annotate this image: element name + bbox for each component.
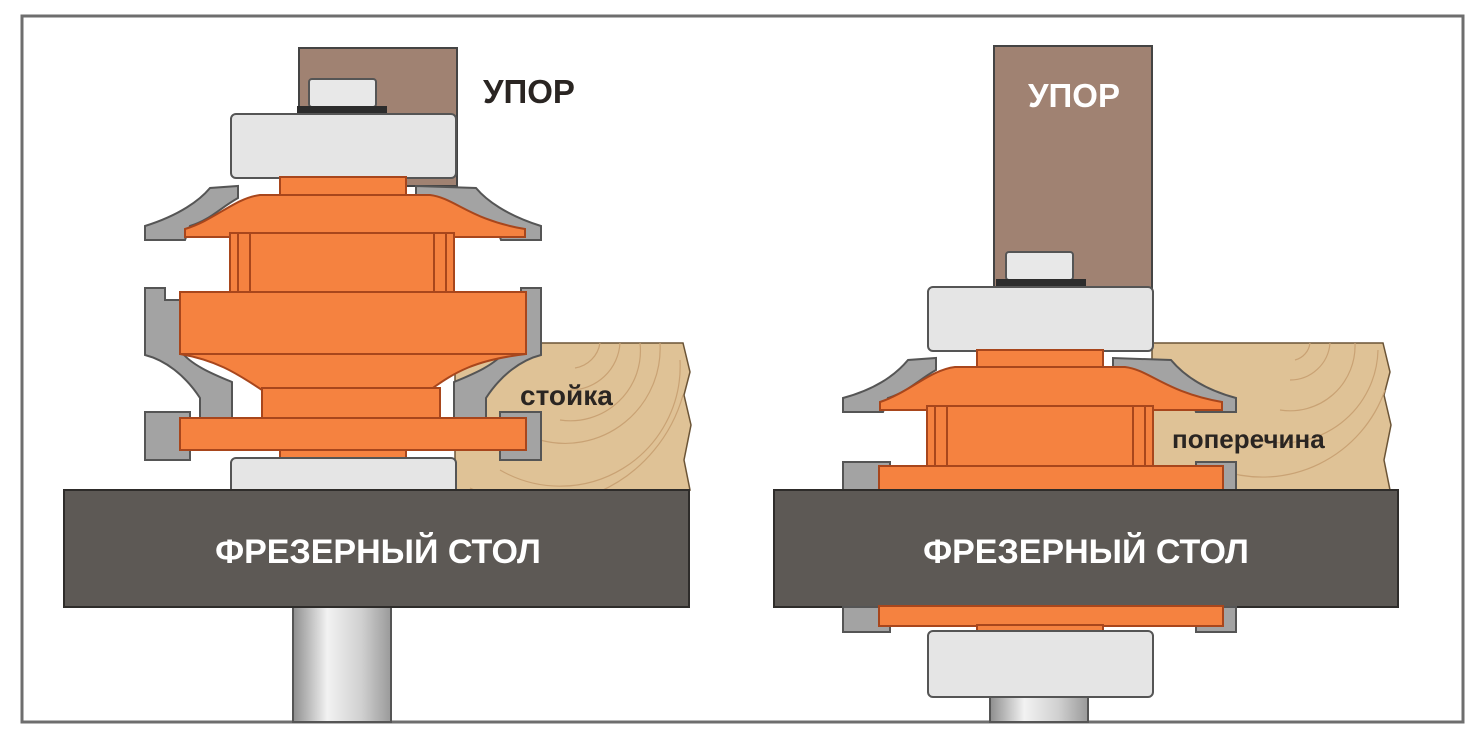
left-upper-cutter-steel	[144, 184, 239, 241]
left-router-table	[63, 489, 690, 608]
right-workpiece-grain	[1219, 342, 1386, 478]
right-bearing-nut	[1005, 251, 1074, 281]
left-shank	[292, 605, 392, 723]
left-upper-cutter	[184, 194, 526, 238]
left-slot-cutter	[179, 417, 527, 451]
left-workpiece-label: стойка	[520, 380, 613, 411]
right-lower-cutter-above	[878, 465, 1224, 493]
right-upper-cutter	[879, 366, 1223, 411]
left-setup	[63, 47, 692, 723]
left-bearing-nut	[308, 78, 377, 108]
right-shank	[989, 693, 1089, 723]
right-middle-body	[926, 405, 1154, 467]
right-router-table	[773, 489, 1399, 608]
left-workpiece-grain	[469, 342, 684, 506]
right-setup	[773, 45, 1399, 723]
left-lower-bearing	[230, 457, 457, 495]
right-top-bearing	[927, 286, 1154, 352]
left-fence-label: УПОР	[483, 73, 575, 110]
right-fence-label: УПОР	[1028, 77, 1120, 114]
left-profile-cutter	[179, 291, 527, 355]
right-lower-bearing	[927, 630, 1154, 698]
right-table-label: ФРЕЗЕРНЫЙ СТОЛ	[923, 532, 1249, 571]
left-top-bearing	[230, 113, 457, 179]
right-lower-cutter-below	[878, 605, 1224, 627]
right-workpiece-label: поперечина	[1172, 424, 1325, 454]
left-washer	[297, 106, 387, 113]
left-middle-body	[229, 232, 455, 294]
right-washer	[996, 279, 1086, 286]
left-table-label: ФРЕЗЕРНЫЙ СТОЛ	[215, 532, 541, 571]
